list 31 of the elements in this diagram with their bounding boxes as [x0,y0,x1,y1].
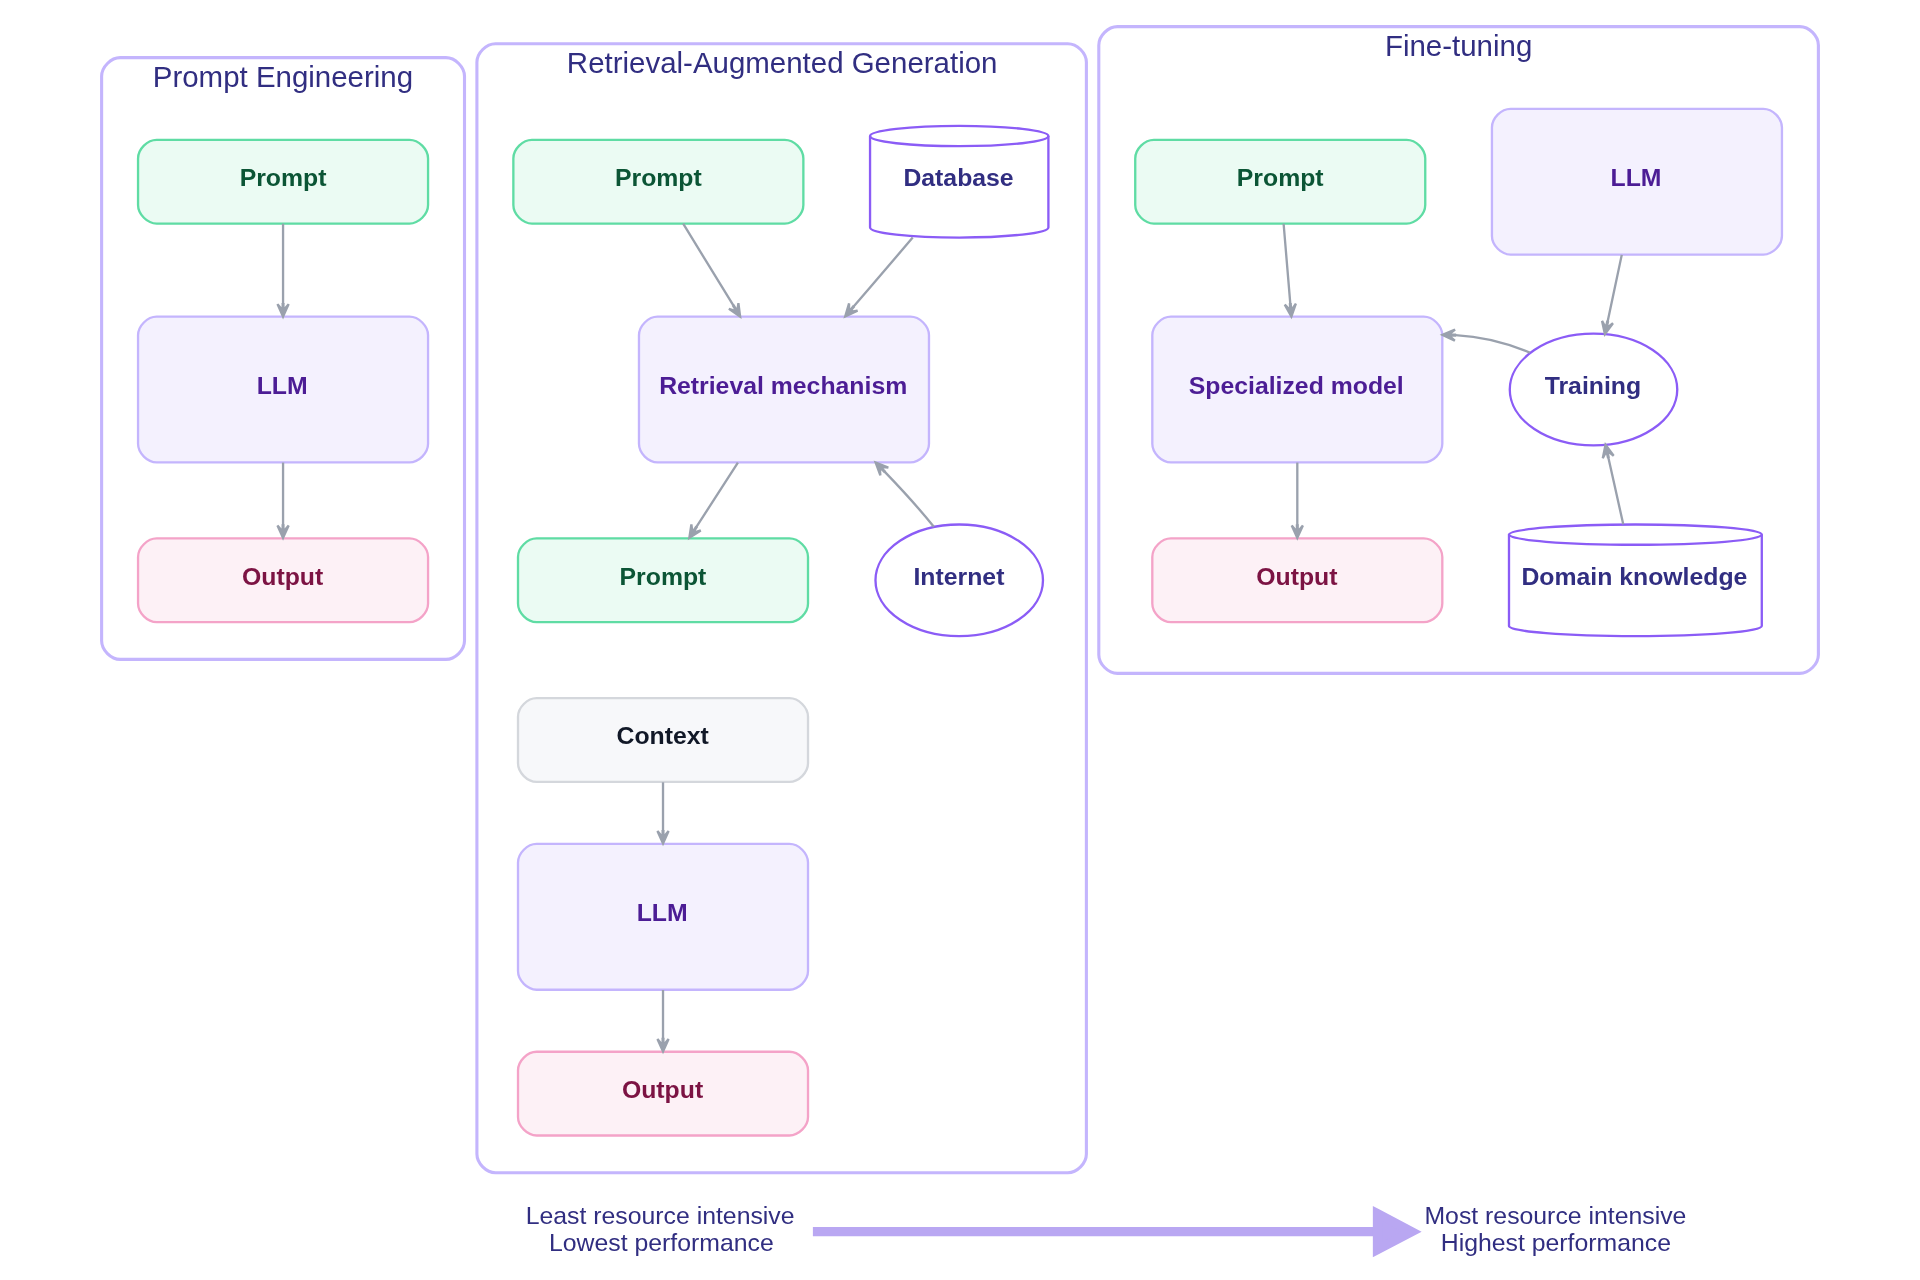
node-text: Least resource intensive Lowest performance [525,1201,795,1257]
arrow [1290,462,1305,540]
node-box: LLM [136,315,430,464]
node-box: LLM [1490,107,1784,256]
node-box: Context [516,697,810,784]
arrow [874,461,935,528]
arrow [1282,223,1298,318]
node-box: Prompt [512,138,805,225]
node-box: Prompt [136,138,430,225]
arrow [276,223,290,318]
node-box: Output [136,537,430,624]
arrow [656,990,670,1053]
node-ellipse: Training [1508,332,1679,447]
node-box: Output [1151,537,1444,624]
arrow [1441,328,1531,354]
node-text: Most resource intensive Highest performance [1424,1201,1687,1257]
node-box: Output [516,1050,810,1137]
node-box: Prompt [1134,138,1427,225]
arrow [812,1206,1422,1258]
node-box: Retrieval mechanism [637,315,931,464]
node-box: LLM [516,842,810,991]
node-box: Specialized model [1151,315,1444,464]
arrow [276,462,290,540]
node-ellipse: Internet [874,523,1045,638]
arrow [682,223,742,318]
arrow [688,461,739,540]
arrow [844,236,914,318]
arrow [1601,443,1625,525]
node-box: Prompt [516,537,810,624]
arrow [656,782,670,845]
arrow [1600,254,1623,336]
